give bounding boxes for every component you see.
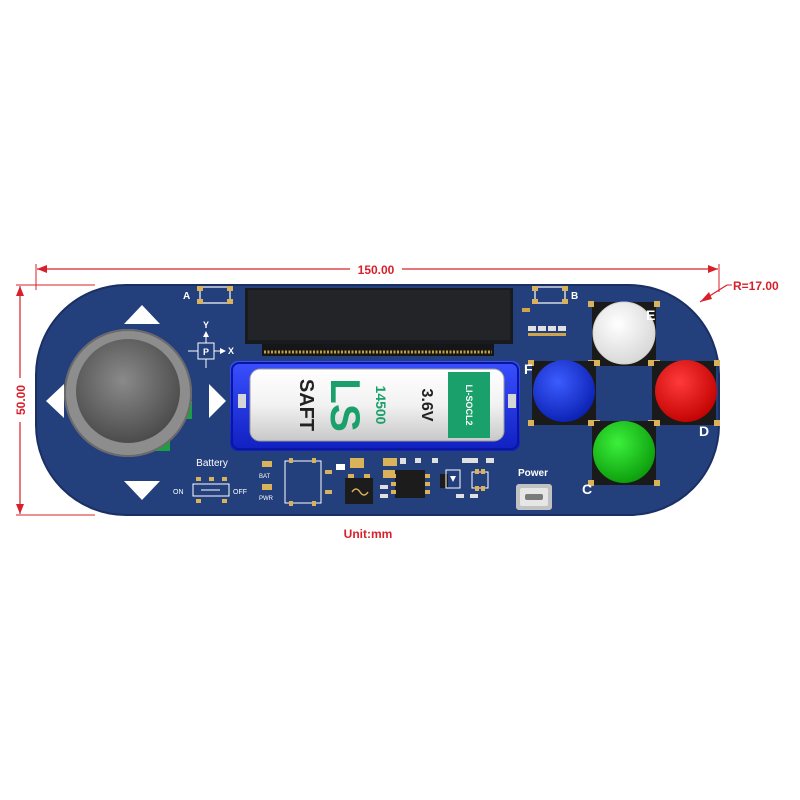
button-e-label: E — [646, 307, 655, 323]
pad-a-footprint — [197, 286, 233, 304]
dpad-up-arrow-icon[interactable] — [124, 305, 160, 324]
dpad-right-arrow-icon[interactable] — [209, 384, 226, 418]
battery-brand-text: SAFT — [295, 379, 317, 431]
usb-power-port[interactable] — [516, 484, 552, 510]
button-e[interactable] — [588, 301, 660, 366]
button-c[interactable] — [588, 420, 660, 486]
button-c-label: C — [582, 481, 592, 497]
pad-b-footprint — [532, 286, 568, 304]
dimension-radius: R=17.00 — [699, 279, 779, 303]
axis-indicator — [188, 331, 226, 368]
battery-series-text: LS — [322, 378, 369, 432]
dimension-height: 50.00 — [13, 284, 95, 516]
battery-voltage-text: 3.6V — [418, 389, 435, 422]
dpad-left-arrow-icon[interactable] — [46, 384, 64, 418]
radius-dimension-label: R=17.00 — [733, 279, 779, 293]
dpad-down-arrow-icon[interactable] — [124, 481, 160, 500]
battery-chemistry-text: LI-SOCL2 — [464, 384, 474, 425]
joystick[interactable] — [64, 329, 192, 457]
bat-led-label: BAT — [259, 474, 271, 480]
power-circuit-components — [284, 458, 494, 506]
button-d[interactable] — [648, 360, 720, 426]
switch-on-label: ON — [173, 489, 184, 496]
axis-p-label: P — [203, 347, 209, 357]
battery-switch-label: Battery — [196, 458, 228, 469]
width-dimension-label: 150.00 — [358, 263, 395, 277]
axis-y-label: Y — [203, 320, 209, 330]
button-f[interactable] — [528, 360, 600, 426]
battery-cell: SAFT LS 14500 3.6V LI-SOCL2 — [249, 368, 505, 442]
pad-b-label: B — [571, 291, 578, 302]
smd-resistor-array — [528, 326, 566, 336]
axis-x-label: X — [228, 346, 234, 356]
power-port-label: Power — [518, 468, 548, 479]
height-dimension-label: 50.00 — [14, 385, 28, 415]
pwr-led-label: PWR — [259, 496, 274, 502]
button-d-label: D — [699, 423, 709, 439]
pad-a-label: A — [183, 291, 190, 302]
button-f-label: F — [524, 361, 533, 377]
battery-switch[interactable] — [192, 477, 230, 503]
battery-model-text: 14500 — [373, 386, 389, 425]
switch-off-label: OFF — [233, 489, 247, 496]
unit-label: Unit:mm — [344, 527, 393, 541]
dimension-width: 150.00 — [35, 262, 720, 292]
display-window — [245, 288, 513, 356]
